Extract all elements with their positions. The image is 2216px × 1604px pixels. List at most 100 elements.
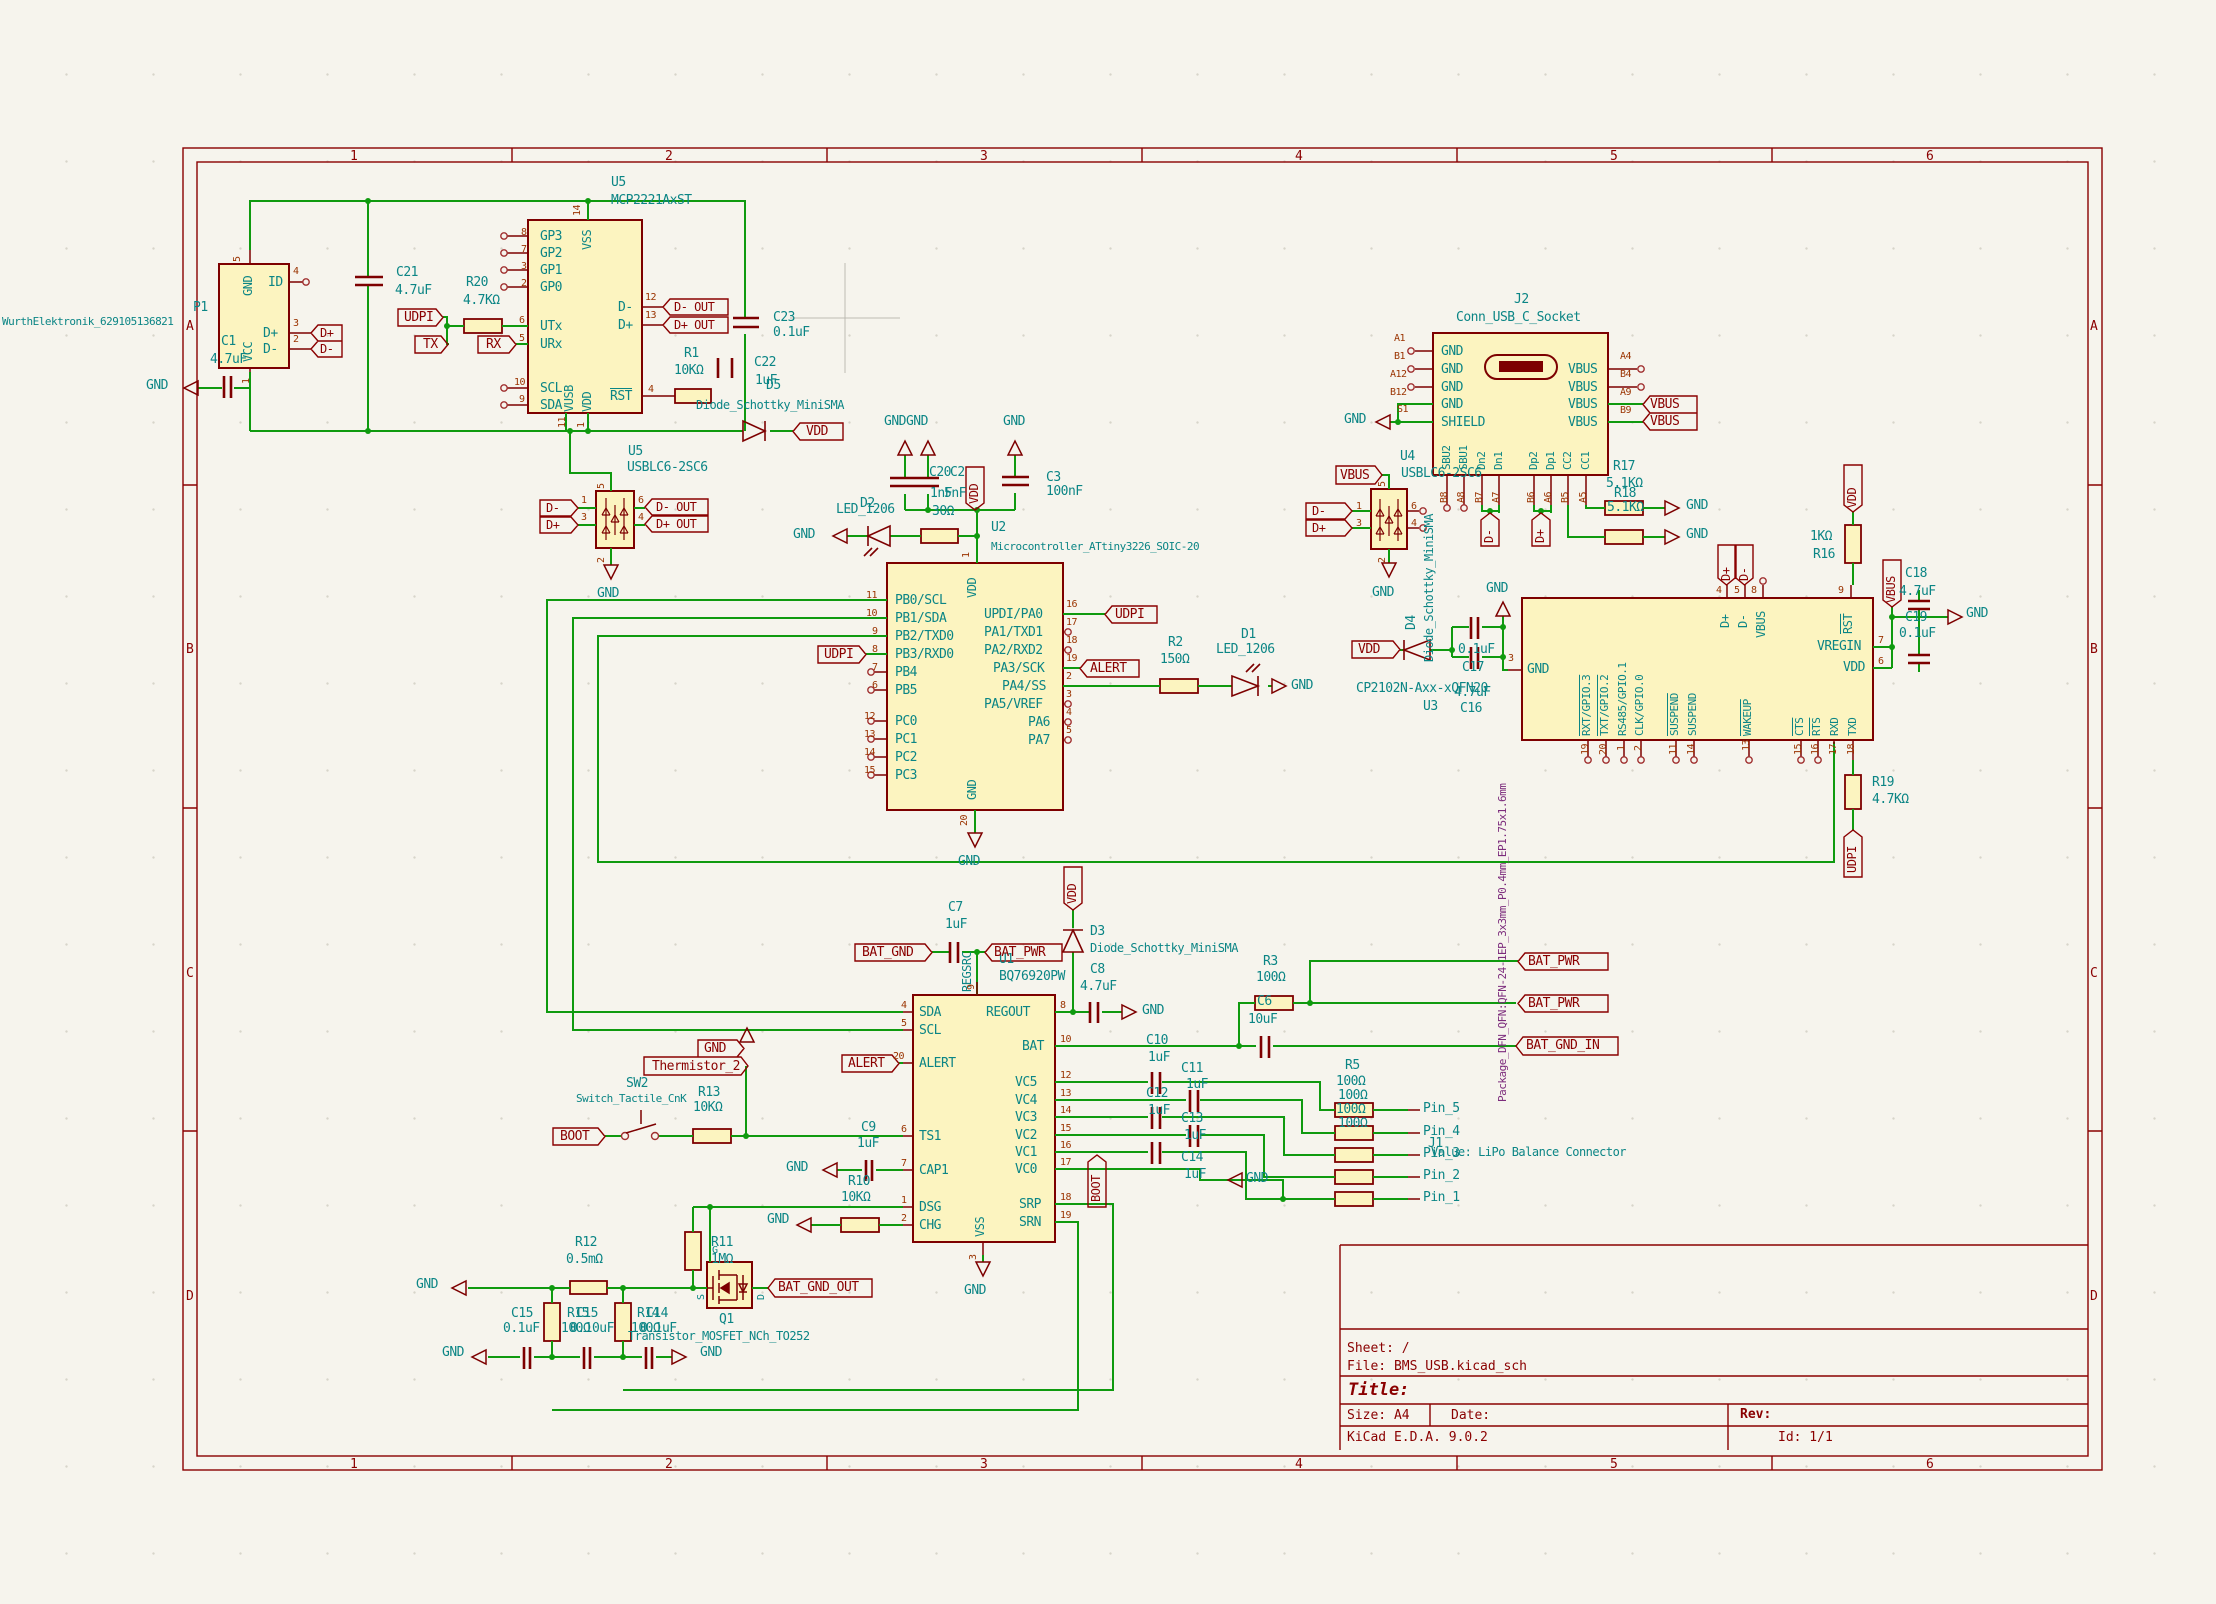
pin-number: 17 <box>1066 617 1078 628</box>
schematic-text: 10uF <box>1248 1012 1278 1027</box>
schematic-text: 4.7uF <box>395 283 432 298</box>
ref-j2: J2 <box>1514 292 1529 307</box>
schematic-text: PC3 <box>895 768 917 783</box>
schematic-text: D+ <box>618 318 633 333</box>
schematic-text: C13 <box>1181 1111 1203 1126</box>
net-label: ALERT <box>848 1056 885 1071</box>
sheet-text: 5 <box>1610 149 1618 164</box>
net-label: BOOT <box>560 1129 590 1144</box>
schematic-text: R2 <box>1168 635 1183 650</box>
date-field: Date: <box>1451 1408 1491 1423</box>
pin-number: 18 <box>1066 635 1078 646</box>
schematic-text: 1uF <box>1186 1077 1208 1092</box>
net-label: UDPI <box>1845 846 1859 873</box>
d2-led <box>866 524 891 548</box>
symbol-u5-mcp2221 <box>527 219 643 414</box>
schematic-text: GND <box>965 779 979 800</box>
schematic-text: PB1/SDA <box>895 611 947 626</box>
schematic-text: 10KΩ <box>693 1100 723 1115</box>
schematic-text: C16 <box>1460 701 1482 716</box>
pin-number: 3 <box>1066 689 1072 700</box>
net-label: BAT_GND_OUT <box>778 1280 859 1295</box>
schematic-text: 5.1KΩ <box>1606 476 1643 491</box>
net-label: TX <box>423 337 438 352</box>
pin-number: 14 <box>864 747 876 758</box>
net-label: Thermistor_2 <box>652 1059 740 1074</box>
schematic-text: J1 <box>1428 1136 1443 1151</box>
pin-number: 9 <box>519 394 525 405</box>
schematic-text: SW2 <box>626 1076 648 1091</box>
pin-number: 4 <box>1411 518 1417 529</box>
d5-diode <box>742 419 767 443</box>
schematic-text: DSG <box>919 1200 941 1215</box>
pin-number: B1 <box>1394 351 1406 362</box>
pin-number: 20 <box>1598 743 1609 755</box>
pin-number: B5 <box>1560 491 1571 503</box>
footprint-text: Package_DFN_QFN:QFN-24-1EP_3x3mm_P0.4mm_… <box>1496 783 1509 1102</box>
schematic-text: 1uF <box>1148 1050 1170 1065</box>
pin-number: 1 <box>241 378 252 384</box>
pin-number: 13 <box>864 729 876 740</box>
schematic-text: 1uF <box>1184 1128 1206 1143</box>
ref-u1: U1 <box>999 952 1014 967</box>
schematic-text: CHG <box>919 1218 941 1233</box>
schematic-text: 100Ω <box>1338 1116 1368 1131</box>
symbol-u3-cp2102n <box>1521 597 1874 741</box>
schematic-text: ALERT <box>919 1056 956 1071</box>
schematic-text: 100Ω <box>561 1321 591 1336</box>
schematic-text: 1uF <box>755 373 777 388</box>
schematic-text: CAP1 <box>919 1163 949 1178</box>
pin-number: 14 <box>572 204 583 216</box>
net-label: UDPI <box>1115 607 1145 622</box>
schematic-text: Diode_Schottky_MiniSMA <box>696 398 844 412</box>
pin-number: 1 <box>961 552 972 558</box>
gnd-arrows <box>182 379 1964 1366</box>
schematic-text: C12 <box>1146 1086 1168 1101</box>
pin-number: B9 <box>1620 405 1632 416</box>
schematic-text: 0.1uF <box>1899 626 1936 641</box>
pin-number: A1 <box>1394 333 1406 344</box>
sheet-text: 1 <box>350 1457 358 1472</box>
schematic-text: C7 <box>948 900 963 915</box>
schematic-text: VSS <box>973 1216 987 1237</box>
pin-number: A6 <box>1543 491 1554 503</box>
schematic-text: C8 <box>1090 962 1105 977</box>
sheet-text: 6 <box>1926 149 1934 164</box>
schematic-text: GP0 <box>540 280 562 295</box>
schematic-text: Dp1 <box>1544 451 1557 470</box>
schematic-text: 4.7uF <box>1454 685 1491 700</box>
schematic-text: Value: LiPo Balance Connector <box>1431 1145 1627 1159</box>
schematic-text: D4 <box>1404 615 1419 630</box>
schematic-text: SUSPEND <box>1686 693 1699 736</box>
pin-number: 9 <box>1838 585 1844 596</box>
pin-number: 14 <box>1060 1105 1072 1116</box>
schematic-text: PA7 <box>1028 733 1050 748</box>
schematic-text: 30Ω <box>932 504 954 519</box>
schematic-text: PC0 <box>895 714 917 729</box>
schematic-text: VBUS <box>1568 380 1598 395</box>
schematic-text: GND <box>1441 344 1463 359</box>
d1-led <box>1231 674 1261 698</box>
schematic-text: R18 <box>1614 486 1636 501</box>
schematic-text: D2 <box>860 496 875 511</box>
schematic-text: R3 <box>1263 954 1278 969</box>
pin-number: 17 <box>1060 1157 1072 1168</box>
schematic-text: GND <box>416 1277 438 1292</box>
schematic-text: GND <box>1441 362 1463 377</box>
schematic-text: D5 <box>766 378 781 393</box>
schematic-text: D- <box>1736 614 1750 628</box>
pin-number: B12 <box>1390 387 1407 398</box>
schematic-text: 10KΩ <box>674 363 704 378</box>
pin-number: 8 <box>1060 1000 1066 1011</box>
value-u4: USBLC6-2SC6 <box>1401 466 1482 481</box>
sheet-text: D <box>186 1289 194 1304</box>
schematic-text: C14 <box>646 1306 668 1321</box>
schematic-text: GND <box>958 854 980 869</box>
ref-u5-usblc6: U5 <box>628 444 643 459</box>
sheet-text: 4 <box>1295 1457 1303 1472</box>
pin-number: 15 <box>1060 1123 1072 1134</box>
net-label: D- <box>1482 529 1496 543</box>
pin-number: 12 <box>1060 1070 1072 1081</box>
schematic-text: REGOUT <box>986 1005 1030 1020</box>
schematic-text: R10 <box>848 1174 870 1189</box>
